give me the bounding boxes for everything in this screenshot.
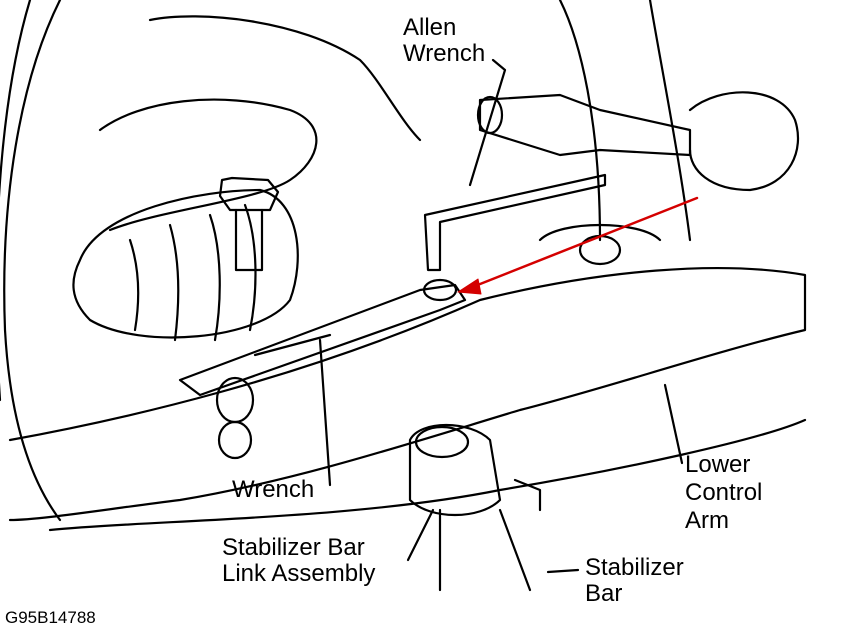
red-arrowhead — [457, 278, 482, 295]
label-line: Stabilizer Bar — [222, 534, 365, 561]
brake-rotor — [3, 0, 62, 522]
stabilizer-link — [408, 424, 502, 516]
label-line: Link Assembly — [222, 560, 376, 587]
axle-shaft — [478, 93, 692, 157]
cv-boot-left — [72, 188, 299, 339]
nut-left — [218, 176, 280, 212]
label-line: Wrench — [403, 40, 486, 67]
label-line: Arm — [685, 507, 729, 534]
cv-boot-right — [688, 91, 800, 192]
label-stabilizer-bar-link-assembly: Stabilizer Bar Link Assembly — [222, 535, 375, 587]
label-stabilizer-bar: Stabilizer Bar — [585, 555, 684, 607]
label-wrench: Wrench — [232, 476, 315, 503]
label-line: Control — [685, 479, 763, 506]
figure-code: G95B14788 — [5, 608, 96, 627]
leader-stab-bar — [546, 568, 580, 574]
leader-lca — [663, 383, 684, 465]
leader-wrench — [318, 338, 332, 487]
label-lower-control-arm: Lower Control Arm — [685, 451, 762, 535]
leader-stab-link — [406, 508, 435, 562]
allen-wrench-tool — [423, 173, 607, 272]
lower-control-arm — [8, 267, 807, 522]
label-line: Stabilizer — [585, 554, 684, 581]
label-line: Allen — [403, 14, 457, 41]
red-arrow — [468, 196, 699, 290]
wrench-tool — [178, 283, 467, 397]
label-line: Lower — [685, 451, 751, 478]
label-allen-wrench: Allen Wrench — [403, 15, 485, 67]
leader-allen-wrench — [468, 58, 507, 187]
knuckle — [98, 98, 318, 232]
label-line: Bar — [585, 580, 623, 607]
